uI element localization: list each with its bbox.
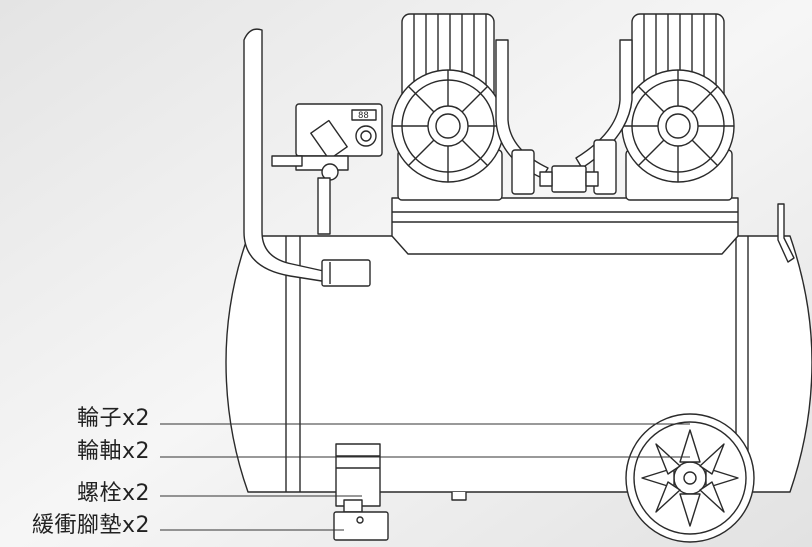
front-foot <box>333 443 389 541</box>
gauge-display: 88 <box>358 111 369 121</box>
wheel-label: 輪子x2 <box>76 406 150 431</box>
left-motor <box>391 13 505 201</box>
cushion-pad-label: 緩衝腳墊x2 <box>31 513 150 538</box>
pressure-switch <box>271 103 383 235</box>
right-motor <box>621 13 735 201</box>
leader-lines <box>160 423 690 531</box>
bolt-label: 螺栓x2 <box>76 481 150 506</box>
axle-label: 輪軸x2 <box>76 439 150 464</box>
carry-handle <box>243 28 329 283</box>
motor-base-plate <box>391 197 739 255</box>
connecting-pipes <box>495 39 633 195</box>
wheel-assembly <box>625 413 755 543</box>
